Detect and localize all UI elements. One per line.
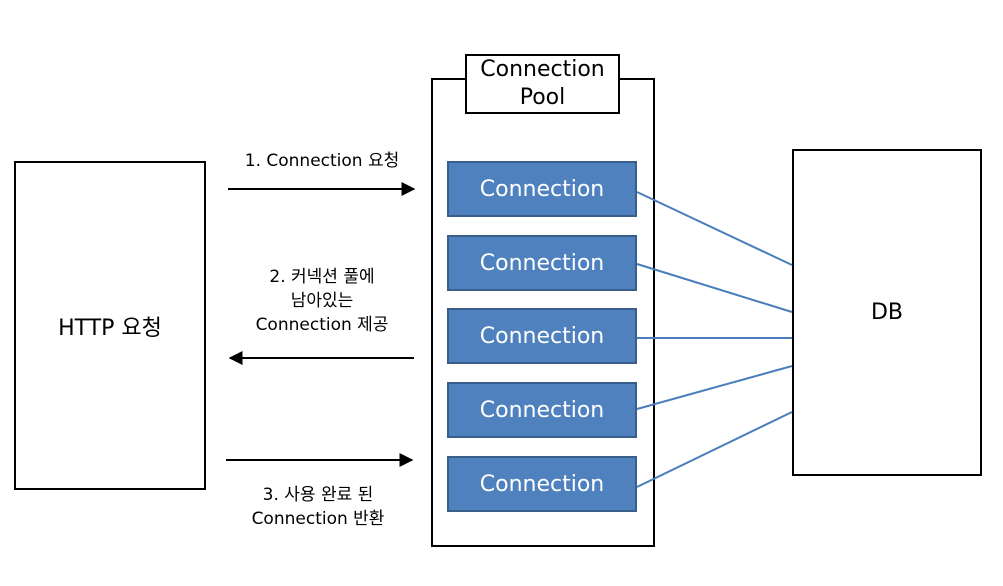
step1-label: 1. Connection 요청 bbox=[222, 149, 422, 173]
connection-link-5 bbox=[636, 411, 793, 488]
step2-text-line2: 남아있는 bbox=[290, 291, 354, 311]
connection-label: Connection bbox=[479, 323, 605, 349]
connection-label: Connection bbox=[479, 176, 605, 202]
step2-label: 2. 커넥션 풀에 남아있는 Connection 제공 bbox=[222, 265, 422, 337]
http-request-label: HTTP 요청 bbox=[58, 315, 162, 341]
http-request-box: HTTP 요청 bbox=[14, 161, 206, 490]
step3-text-line2: Connection 반환 bbox=[251, 509, 385, 529]
db-box: DB bbox=[792, 149, 982, 476]
connection-label: Connection bbox=[479, 250, 605, 276]
connection-2: Connection bbox=[447, 235, 637, 291]
connection-3: Connection bbox=[447, 308, 637, 364]
connection-1: Connection bbox=[447, 161, 637, 217]
connection-label: Connection bbox=[479, 471, 605, 497]
step2-text-line3: Connection 제공 bbox=[255, 315, 389, 335]
step3-label: 3. 사용 완료 된 Connection 반환 bbox=[218, 483, 418, 531]
pool-title-line2: Pool bbox=[519, 85, 566, 110]
db-label: DB bbox=[870, 300, 904, 325]
step2-text-line1: 2. 커넥션 풀에 bbox=[269, 267, 375, 287]
connection-link-4 bbox=[636, 365, 793, 410]
pool-title-line1: Connection bbox=[480, 57, 605, 82]
connection-5: Connection bbox=[447, 456, 637, 512]
connection-link-1 bbox=[636, 191, 793, 266]
connection-4: Connection bbox=[447, 382, 637, 438]
connection-pool-title: Connection Pool bbox=[465, 54, 620, 114]
connection-link-2 bbox=[636, 263, 793, 313]
step3-text-line1: 3. 사용 완료 된 bbox=[262, 485, 374, 505]
connection-label: Connection bbox=[479, 397, 605, 423]
step1-text: 1. Connection 요청 bbox=[244, 151, 400, 171]
